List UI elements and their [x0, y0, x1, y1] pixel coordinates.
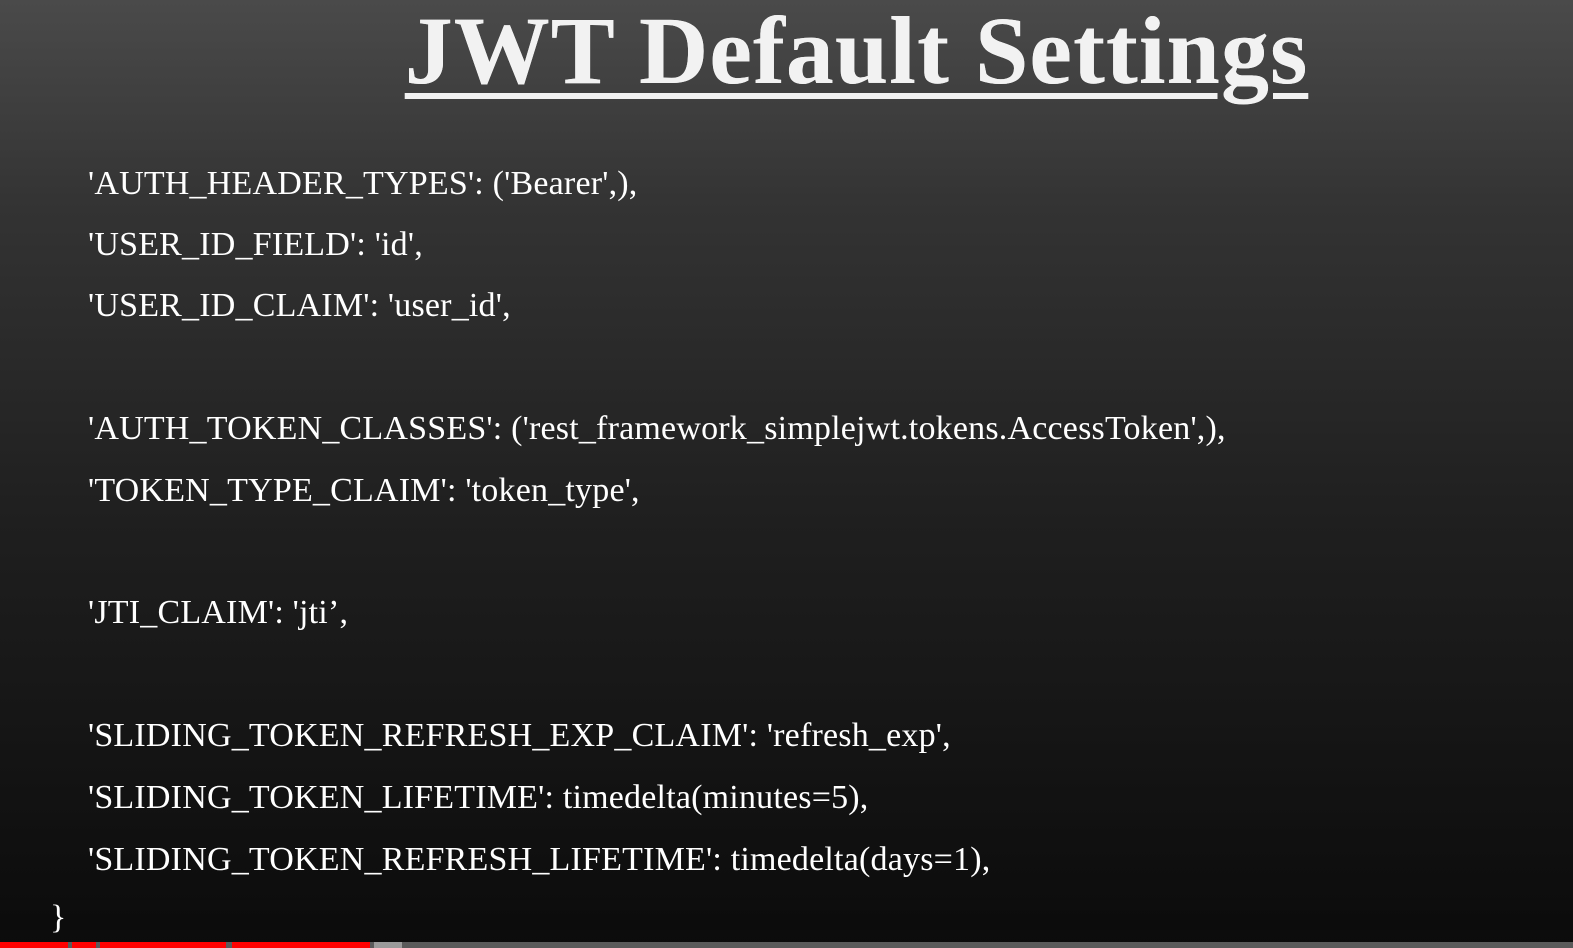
progress-segment-played[interactable] [232, 942, 370, 948]
code-line-sliding-refresh-exp-claim: 'SLIDING_TOKEN_REFRESH_EXP_CLAIM': 'refr… [88, 717, 951, 754]
code-line-sliding-refresh-lifetime: 'SLIDING_TOKEN_REFRESH_LIFETIME': timede… [88, 841, 991, 878]
code-line-sliding-token-lifetime: 'SLIDING_TOKEN_LIFETIME': timedelta(minu… [88, 779, 869, 816]
slide-title-text: JWT Default Settings [405, 0, 1309, 104]
slide-title: JWT Default Settings [0, 0, 1573, 106]
progress-segment-played[interactable] [72, 942, 96, 948]
progress-segment-played[interactable] [0, 942, 68, 948]
progress-segment-buffered[interactable] [374, 942, 402, 948]
code-line-jti-claim: 'JTI_CLAIM': 'jti’, [88, 594, 349, 631]
code-line-auth-header-types: 'AUTH_HEADER_TYPES': ('Bearer',), [88, 165, 638, 202]
progress-segment-played[interactable] [100, 942, 226, 948]
closing-brace: } [50, 899, 67, 936]
code-line-user-id-claim: 'USER_ID_CLAIM': 'user_id', [88, 287, 511, 324]
video-progress-bar[interactable] [0, 942, 1573, 948]
code-line-user-id-field: 'USER_ID_FIELD': 'id', [88, 226, 423, 263]
code-line-auth-token-classes: 'AUTH_TOKEN_CLASSES': ('rest_framework_s… [88, 410, 1226, 447]
code-line-token-type-claim: 'TOKEN_TYPE_CLAIM': 'token_type', [88, 472, 640, 509]
